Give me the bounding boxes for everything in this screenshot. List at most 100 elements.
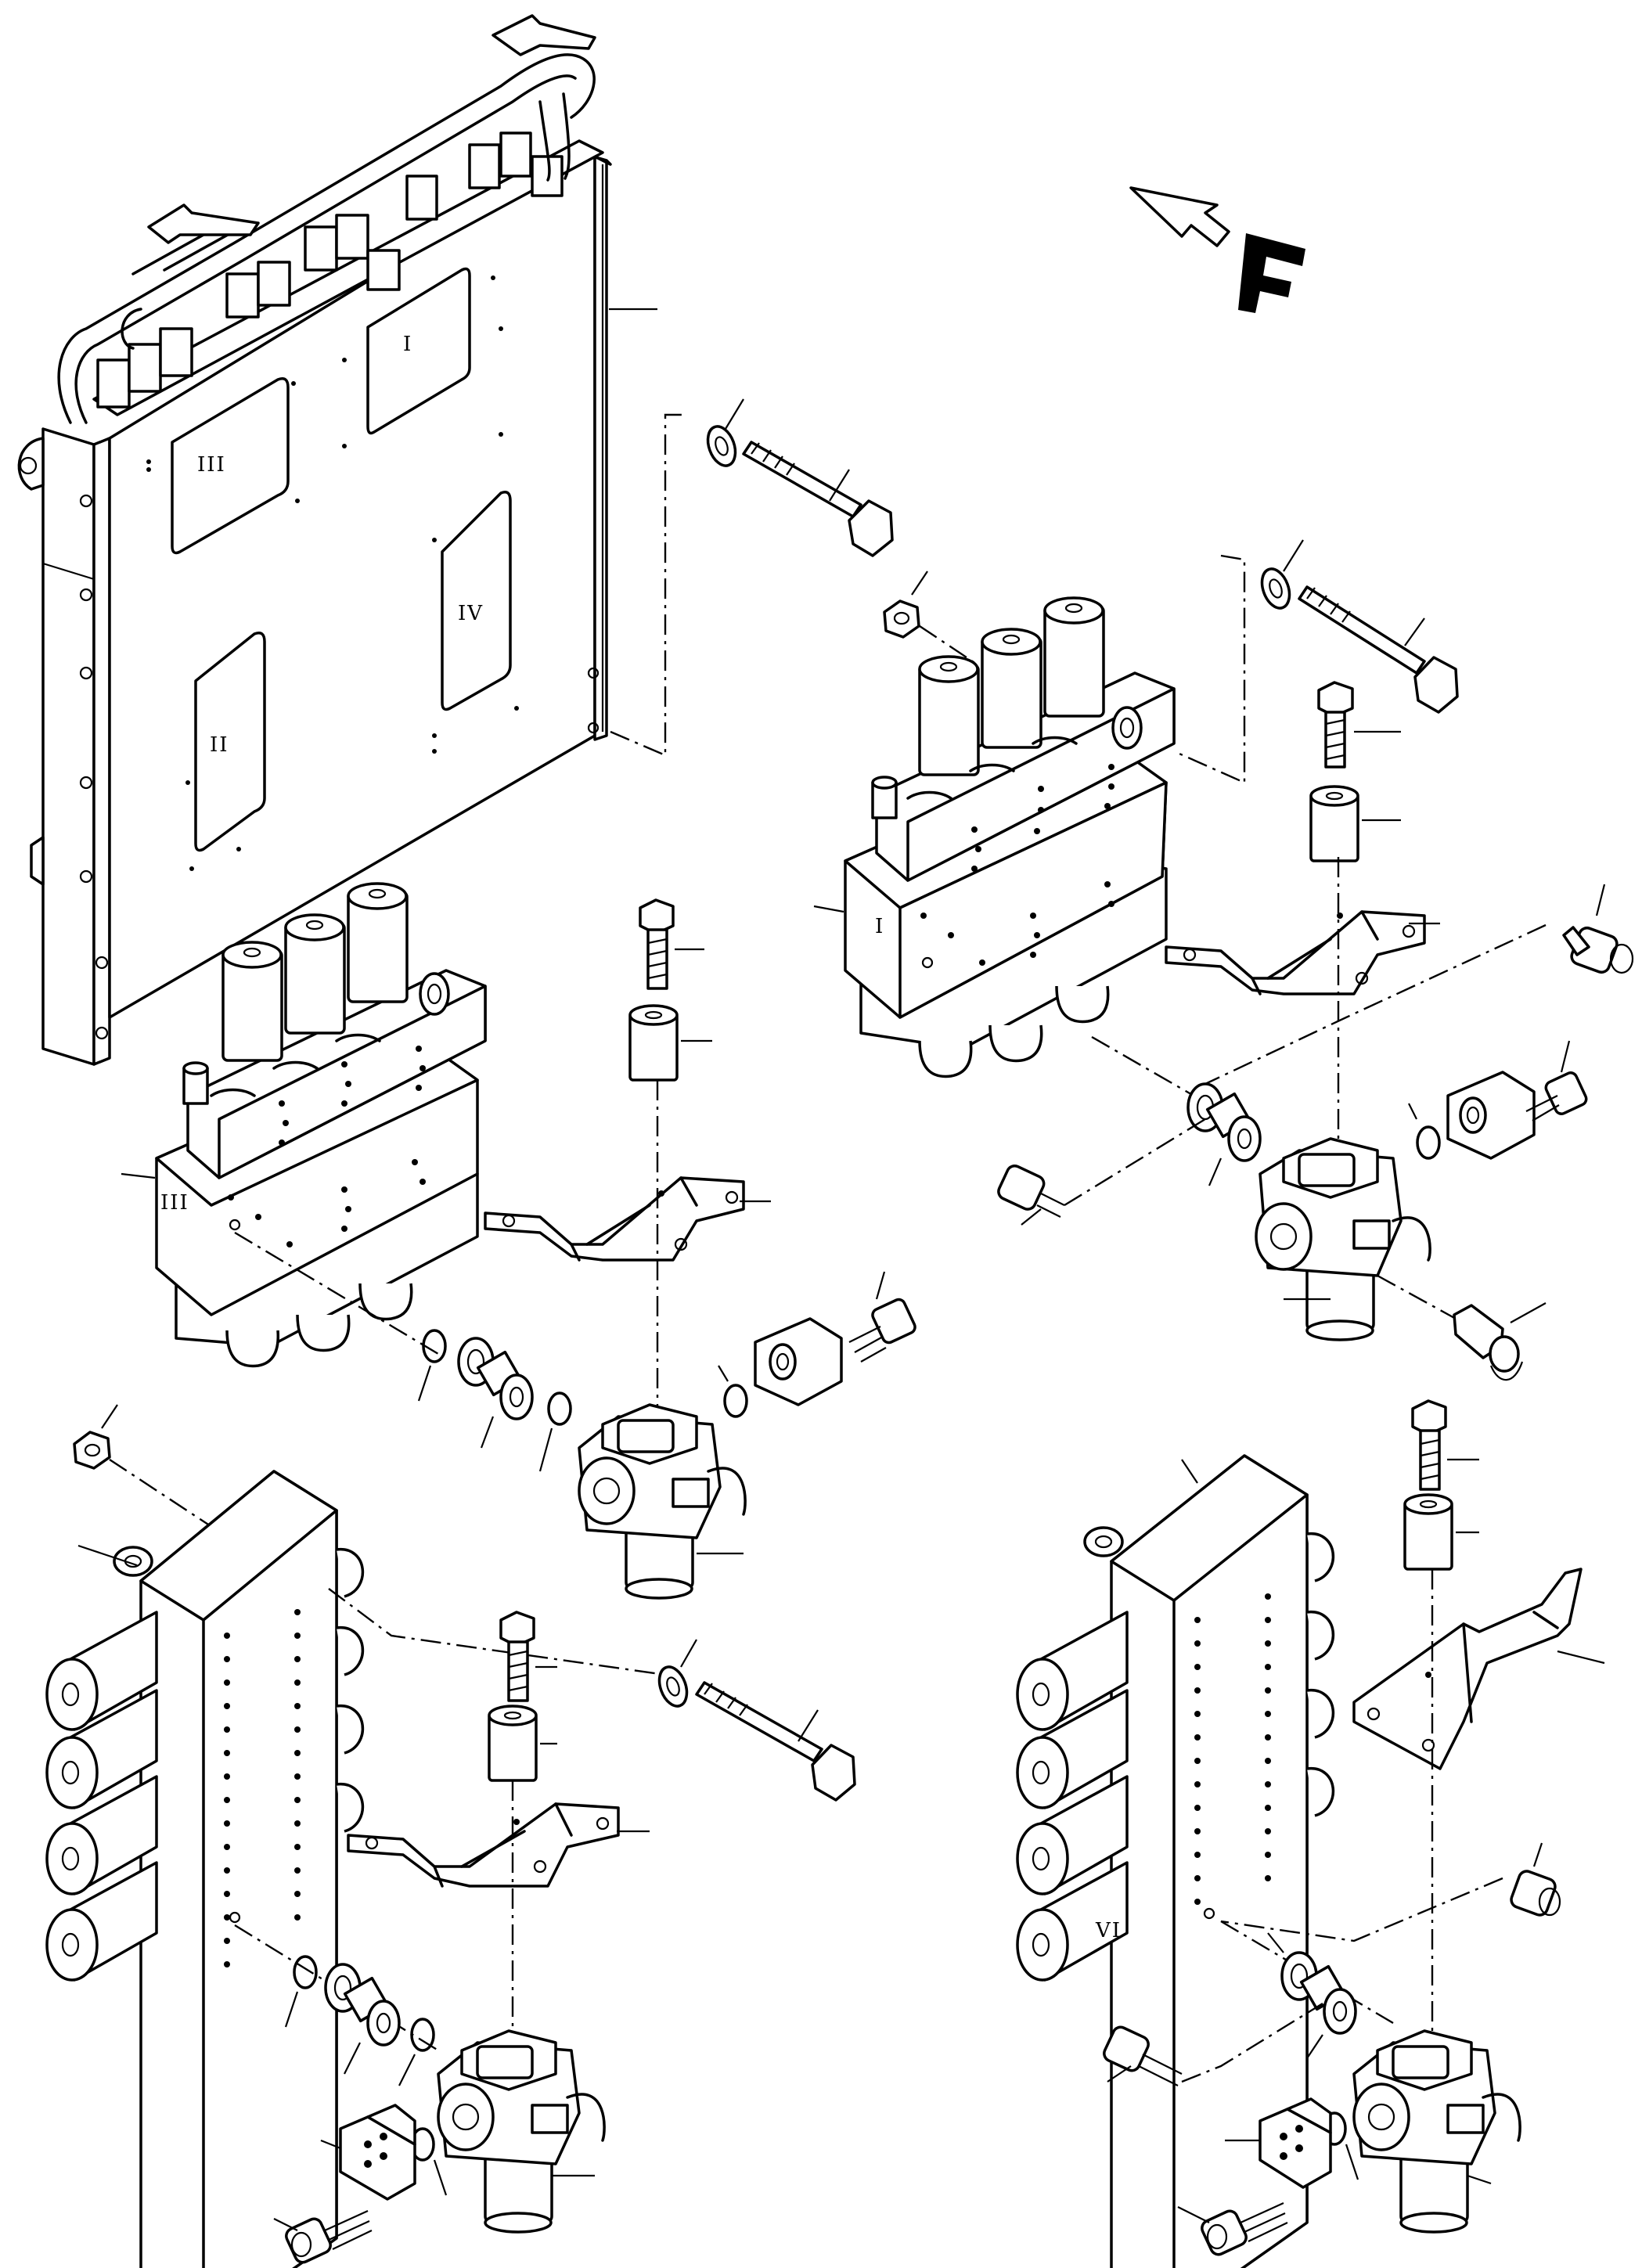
callout-leader (1306, 2034, 1323, 2059)
cap-screw-1 (1317, 681, 1354, 769)
callout-leader (121, 1172, 156, 1179)
callout-leader (1021, 1208, 1042, 1226)
callout-leader (680, 1639, 697, 1668)
cap-screw-10 (1510, 1870, 1561, 1917)
o-ring-2 (422, 1329, 447, 1363)
solenoid-coil (1016, 1689, 1129, 1809)
hex-nut-2 (73, 1431, 111, 1470)
direction-letter-f (1238, 233, 1305, 313)
callout-leader (480, 1416, 495, 1449)
pilot-solenoid-valve-1 (1255, 1137, 1431, 1341)
callout-leader (344, 2042, 361, 2075)
forward-arrow-icon (1129, 186, 1230, 247)
o-ring-3 (547, 1391, 572, 1426)
connector-strip (92, 131, 604, 416)
flange-adapter-4 (1280, 1951, 1357, 2035)
panel-window-II: II (194, 632, 266, 852)
cap-screw-3 (1525, 1071, 1588, 1121)
pilot-solenoid-valve-3 (437, 2029, 606, 2234)
panel-label-IV: IV (458, 602, 484, 625)
callout-leader (284, 1991, 299, 2028)
valve-block-II: II (45, 1470, 365, 2268)
flange-block-1 (1446, 1071, 1536, 1160)
flange-adapter-1 (1186, 1082, 1262, 1162)
spacer-3 (488, 1705, 538, 1782)
cap-screw-12 (1201, 2201, 1288, 2256)
callout-leader (829, 469, 850, 502)
callout-leader (538, 1427, 553, 1472)
cap-screw-5 (639, 898, 675, 990)
panel-label-II: II (210, 733, 229, 757)
callout-leader (1208, 1157, 1222, 1186)
solenoid-coil (45, 1611, 158, 1731)
cover-plate-1 (339, 2104, 416, 2201)
pilot-solenoid-valve-2 (578, 1403, 747, 1600)
flange-adapter-3 (324, 1963, 401, 2047)
solenoid-coil (45, 1861, 158, 1982)
flange-block-2 (754, 1317, 843, 1406)
callout-leader (433, 2159, 448, 2196)
spacer-4 (1403, 1493, 1453, 1571)
solenoid-coil (347, 882, 409, 1003)
o-ring-4 (723, 1384, 748, 1418)
panel-window-I: I (366, 267, 471, 435)
cover-plate-2 (1259, 2097, 1332, 2189)
mounting-bolt-1 (706, 425, 894, 557)
callout-leader (320, 2139, 341, 2150)
callout-leader (1107, 2065, 1132, 2083)
cap-screw-9 (1411, 1399, 1447, 1491)
main-mounting-panel: III I IV II (17, 14, 612, 1066)
solenoid-coil (284, 913, 346, 1035)
valve-block-VI: VI (1016, 1454, 1335, 2268)
callout-leader (911, 571, 928, 596)
panel-label-III: III (197, 453, 226, 477)
callout-leader (798, 1709, 819, 1742)
callout-leader (875, 1271, 886, 1300)
solenoid-coil (221, 941, 283, 1062)
valve-block-I: I (844, 596, 1176, 1078)
callout-leader (1532, 1842, 1543, 1867)
solenoid-coil (1043, 596, 1105, 718)
valve-label-VI: VI (1095, 1919, 1122, 1942)
solenoid-coil (1016, 1861, 1129, 1982)
mounting-bracket-1 (1165, 910, 1426, 995)
spool-cap (1306, 1532, 1335, 1817)
callout-leader (1510, 1302, 1547, 1323)
o-ring-5 (293, 1955, 318, 1989)
sensor-plug (1453, 1304, 1524, 1381)
callout-leader (1404, 617, 1425, 646)
callout-leader (398, 2054, 416, 2086)
cap-screw-7 (499, 1611, 535, 1702)
callout-leader (718, 1365, 729, 1382)
pilot-solenoid-valve-4 (1352, 2029, 1521, 2234)
mounting-bracket-2 (484, 1176, 745, 1262)
mounting-bracket-3 (347, 1802, 620, 1888)
mounting-bolt-3 (657, 1665, 856, 1802)
callout-leader (813, 905, 844, 913)
solenoid-coil (981, 628, 1042, 749)
callout-leader (1345, 2144, 1359, 2180)
callout-leader (1560, 1040, 1571, 1073)
callout-leader (101, 1404, 118, 1429)
callout-leader (1267, 1932, 1284, 1953)
o-ring-6 (410, 2018, 435, 2052)
callout-leader (1181, 1459, 1198, 1484)
cap-screw-4 (997, 1165, 1065, 1218)
callout-leader (1467, 2174, 1492, 2185)
solenoid-coil (918, 655, 980, 776)
spacer-2 (628, 1004, 679, 1082)
cap-screw-6 (848, 1298, 916, 1363)
solenoid-coil (1016, 1775, 1129, 1895)
hex-nut-1 (883, 599, 920, 639)
wire-guard-handle (57, 14, 596, 424)
callout-leader (1177, 2206, 1210, 2223)
valve-block-III: III (155, 882, 487, 1368)
callout-leader (273, 2218, 298, 2231)
callout-leader (1408, 1103, 1417, 1120)
callout-leader (1595, 884, 1606, 916)
panel-label-I: I (403, 333, 412, 356)
panel-window-III: III (171, 377, 290, 555)
flange-adapter-2 (457, 1337, 534, 1420)
spool-cap (336, 1548, 365, 1833)
